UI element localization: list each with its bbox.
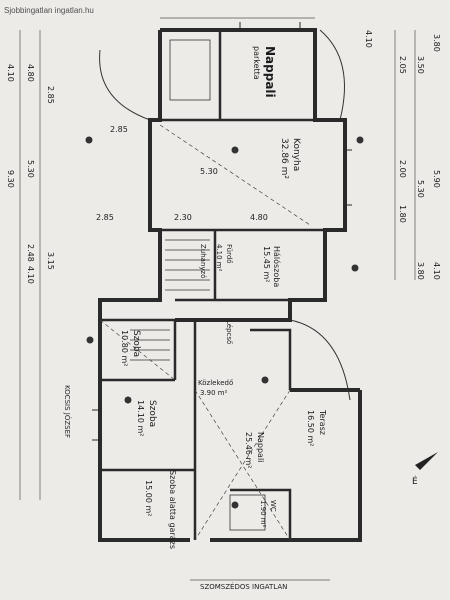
room-nappali-name: Nappali <box>263 46 277 98</box>
room-haloszoba-name: Hálószoba <box>272 246 281 288</box>
dimension-lines <box>19 17 416 581</box>
dim-left-1: 4.10 <box>6 64 15 82</box>
room-kozlekedo-area: 3.90 m² <box>200 389 228 397</box>
room-konyha-name: Konyha <box>291 138 301 172</box>
room-wc-area: 1.90 m² <box>259 500 267 528</box>
dim-left-7: 3.15 <box>46 252 55 270</box>
room-szoba2-name: Szoba <box>147 400 157 428</box>
room-nappali2-area: 25.46 m² <box>244 432 253 469</box>
dim-left-8: 4.10 <box>26 266 35 284</box>
room-nappali2-name: Nappali <box>256 432 265 463</box>
room-terasz-name: Terasz <box>318 410 327 436</box>
room-haloszoba-area: 15.45 m² <box>262 246 271 283</box>
inner-walls <box>100 30 325 540</box>
stair-hatch <box>130 39 266 531</box>
room-garazs-name: Szoba alatta garázs <box>168 470 177 549</box>
dashed-lines <box>99 124 311 541</box>
dim-left-5: 9.30 <box>6 170 15 188</box>
room-lepcso-name: Lépcső <box>225 320 233 345</box>
dim-inner-2: 4.80 <box>250 213 268 222</box>
dim-top-1: 3.80 <box>432 34 441 52</box>
room-furdo-name: Fürdő <box>225 244 233 264</box>
dim-inner-4: 2.30 <box>174 213 192 222</box>
room-nappali-floor: parketta <box>252 46 261 80</box>
dim-inner-1: 2.85 <box>110 125 128 134</box>
room-konyha-area: 32.86 m² <box>279 138 289 180</box>
room-szoba3-area: 15.00 m² <box>144 480 153 517</box>
dim-left-4: 5.30 <box>26 160 35 178</box>
room-furdo-area: 4.10 m² <box>215 244 223 272</box>
north-arrow-icon <box>415 452 438 470</box>
room-wc-name: WC <box>269 500 277 512</box>
watermark: Sjobbingatlan ingatlan.hu <box>4 6 94 15</box>
dim-inner-5: 2.85 <box>96 213 114 222</box>
room-szoba2-area: 14.10 m² <box>136 400 145 437</box>
north-label: É <box>412 477 418 487</box>
dim-right-6: 3.80 <box>416 262 425 280</box>
dim-top-4: 4.10 <box>364 30 373 48</box>
windows <box>92 22 352 441</box>
dim-left-6: 2.48 <box>26 244 35 262</box>
neighbor-label: SZOMSZÉDOS INGATLAN <box>200 583 288 591</box>
arc-top-right <box>319 29 345 121</box>
dim-right-4: 1.80 <box>398 205 407 223</box>
dim-inner-3: 5.30 <box>200 167 218 176</box>
room-zuhanyzo-name: Zuhanyzó <box>199 244 207 279</box>
arc-top-left <box>99 49 151 121</box>
dim-left-2: 4.80 <box>26 64 35 82</box>
dim-left-3: 2.85 <box>46 86 55 104</box>
dim-right-1: 5.90 <box>432 170 441 188</box>
dim-top-2: 2.05 <box>398 56 407 74</box>
room-terasz-area: 16.50 m² <box>306 410 315 447</box>
dim-right-5: 4.10 <box>432 262 441 280</box>
dim-right-3: 2.00 <box>398 160 407 178</box>
dim-right-2: 5.30 <box>416 180 425 198</box>
dim-top-3: 3.50 <box>416 56 425 74</box>
room-szoba1-area: 10.80 m² <box>120 330 129 367</box>
room-szoba1-name: Szoba <box>131 330 141 358</box>
level-markers <box>85 136 364 509</box>
architect-stamp: KOCSIS JÓZSEF <box>63 385 71 439</box>
room-kozlekedo-name: Közlekedő <box>198 379 234 387</box>
